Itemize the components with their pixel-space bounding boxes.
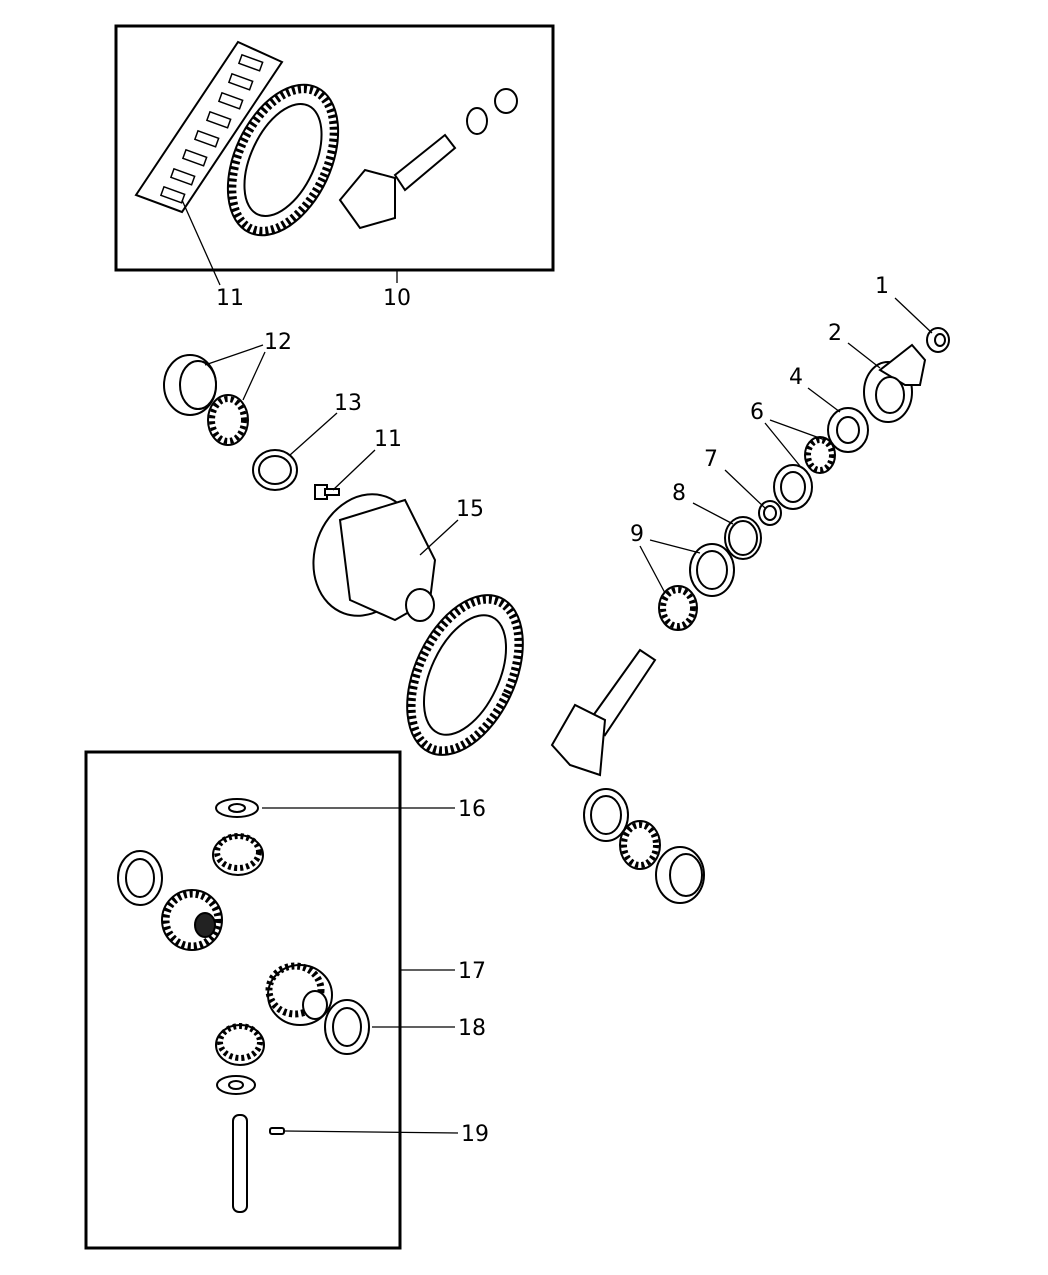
callout-15: 15	[456, 497, 484, 522]
callout-17: 17	[458, 959, 486, 984]
callout-16: 16	[458, 797, 486, 822]
pinion-mate-gear-top	[212, 833, 264, 876]
carrier-bearing-set-right	[583, 788, 705, 904]
callout-13: 13	[334, 391, 362, 416]
callout-11-bolt-card: 11	[216, 286, 244, 311]
callout-2: 2	[828, 321, 842, 346]
ring-gear-bolt	[314, 484, 340, 500]
shim	[724, 516, 762, 560]
differential-gear-kit-box	[84, 750, 402, 1250]
side-gear-right	[265, 962, 333, 1026]
differential-case	[312, 493, 437, 622]
callout-7: 7	[704, 447, 718, 472]
ring-gear	[406, 594, 524, 756]
shaft-lock-pin	[269, 1127, 285, 1135]
callout-12: 12	[264, 330, 292, 355]
carrier-bearing-cup	[163, 354, 217, 416]
pinion-bearing-outer-cone	[804, 436, 836, 474]
pinion-mate-washer-bottom	[216, 1075, 256, 1095]
pinion-mate-shaft	[232, 1114, 248, 1213]
pinion-seal	[827, 407, 869, 453]
pinion-mate-washer-top	[215, 798, 259, 818]
carrier-shim	[252, 449, 298, 491]
callout-8: 8	[672, 481, 686, 506]
callout-19: 19	[461, 1122, 489, 1147]
callout-1: 1	[875, 274, 889, 299]
pinion-nut	[926, 327, 950, 353]
carrier-bearing-cone	[207, 394, 249, 446]
side-gear-thrust-washer-left	[117, 850, 163, 906]
pinion-yoke	[863, 343, 927, 423]
side-gear-left	[161, 889, 223, 951]
ring-gear-kit	[226, 83, 340, 237]
callout-6: 6	[750, 400, 764, 425]
drive-pinion	[550, 648, 657, 777]
callout-10: 10	[383, 286, 411, 311]
pinion-bearing-inner-cone	[658, 585, 698, 631]
pinion-gear-kit	[338, 88, 518, 230]
ring-pinion-kit-box	[114, 24, 555, 272]
pinion-bearing-outer-cup	[773, 464, 813, 510]
bolt-card	[134, 40, 284, 214]
callout-4: 4	[789, 365, 803, 390]
leader-lines	[181, 199, 933, 1134]
callout-18: 18	[458, 1016, 486, 1041]
pinion-mate-gear-bottom	[215, 1023, 265, 1066]
callout-9: 9	[630, 522, 644, 547]
callout-11-bolt: 11	[374, 427, 402, 452]
side-gear-thrust-washer-right	[324, 999, 370, 1055]
pinion-bearing-inner-cup	[689, 543, 735, 597]
